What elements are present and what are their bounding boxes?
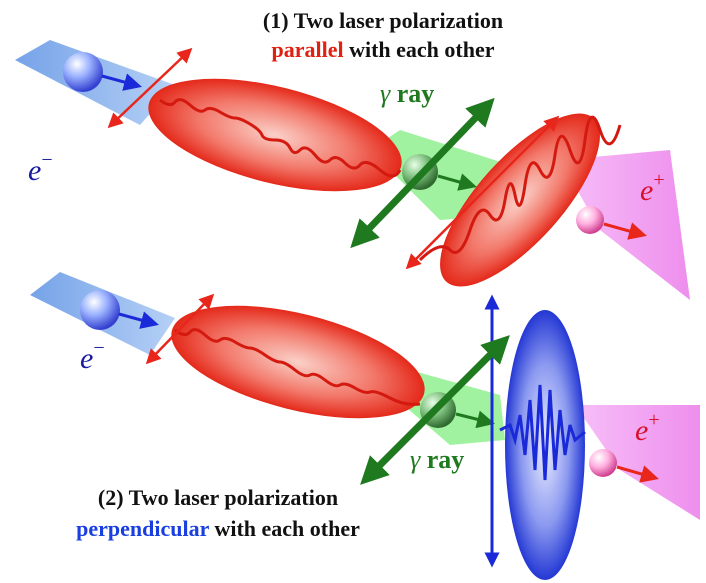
panel-1-title-line-2: parallel with each other — [271, 37, 494, 62]
panel-2-title-line-2: perpendicular with each other — [76, 516, 360, 541]
panel-2: e− γ ray e+ (2) Two laser polarization p… — [30, 272, 700, 580]
gamma-polarization-arrow-1 — [350, 97, 495, 249]
positron-label-2: e+ — [635, 409, 660, 447]
polarization-arrow-2a — [145, 293, 215, 365]
laser-pulse-2b — [505, 310, 585, 580]
gamma-polarization-arrow-2 — [360, 335, 510, 485]
positron-sphere-icon-1 — [576, 206, 604, 234]
electron-sphere-icon-2 — [80, 290, 120, 330]
positron-direction-arrow-1 — [603, 222, 647, 240]
gamma-ray-label-1: γ ray — [380, 79, 434, 108]
gamma-ray-label-2: γ ray — [410, 445, 464, 474]
positron-beam-1 — [560, 150, 690, 300]
panel-1: (1) Two laser polarization parallel with… — [15, 8, 690, 300]
electron-sphere-icon-1 — [63, 52, 103, 92]
laser-wave-1a — [159, 98, 402, 178]
positron-beam-2 — [575, 405, 700, 520]
panel-1-title-keyword: parallel — [271, 37, 343, 62]
positron-label-1: e+ — [640, 169, 665, 207]
electron-label-1: e− — [28, 149, 53, 187]
panel-2-title-keyword: perpendicular — [76, 516, 209, 541]
positron-direction-arrow-2 — [616, 465, 659, 483]
laser-wave-2b — [499, 384, 586, 481]
electron-label-2: e− — [80, 337, 105, 375]
laser-pulse-1a — [148, 78, 402, 192]
panel-2-title-line-1: (2) Two laser polarization — [98, 485, 338, 510]
panel-1-title-line-1: (1) Two laser polarization — [263, 8, 503, 33]
positron-sphere-icon-2 — [589, 449, 617, 477]
polarization-arrow-1a — [107, 47, 193, 129]
